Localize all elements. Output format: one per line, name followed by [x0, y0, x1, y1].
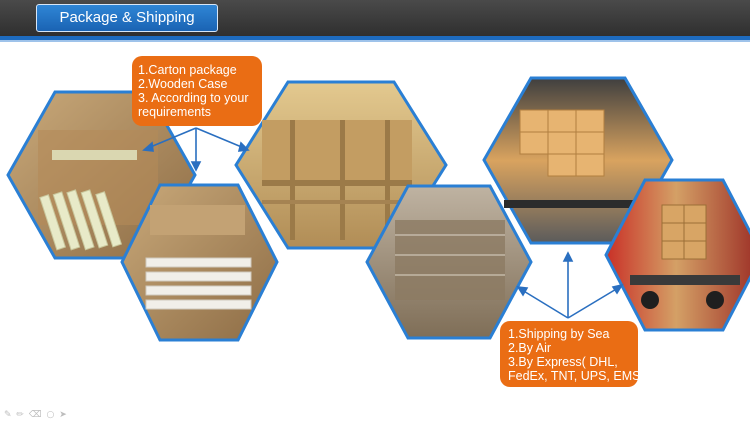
wooden-case-photo: [234, 80, 448, 250]
pencil-icon[interactable]: ✏: [16, 410, 24, 420]
header-rule: [0, 36, 750, 40]
shipping-option: FedEx, TNT, UPS, EMS ): [508, 369, 649, 383]
cursor-icon[interactable]: ➤: [59, 410, 67, 420]
packaging-option: 3. According to your requirements: [138, 91, 249, 119]
shipping-options-callout: 1.Shipping by Sea 2.By Air 3.By Express(…: [500, 321, 649, 387]
truck-loading-photo: [482, 76, 674, 245]
packaging-arrows: [142, 127, 250, 172]
packaging-options-callout: 1.Carton package 2.Wooden Case 3. Accord…: [132, 56, 262, 126]
shipping-option: 2.By Air: [508, 341, 552, 355]
bubble-icon[interactable]: ○: [46, 410, 55, 420]
shipping-option: 1.Shipping by Sea: [508, 327, 610, 341]
shipping-arrows: [516, 251, 624, 319]
carton-box-photo: [120, 183, 279, 342]
packaging-option: 2.Wooden Case: [138, 77, 228, 91]
pen-icon[interactable]: ✎: [4, 410, 12, 420]
eraser-icon[interactable]: ⌫: [28, 410, 42, 420]
header-rule-light: [0, 40, 750, 42]
title-tab: Package & Shipping: [36, 4, 218, 32]
page-title: Package & Shipping: [59, 9, 195, 26]
annotation-toolbar: ✎ ✏ ⌫ ○ ➤: [4, 410, 69, 422]
container-cargo-photo: [604, 178, 750, 332]
shipping-option: 3.By Express( DHL,: [508, 355, 618, 369]
wrapped-pallet-photo: [365, 184, 533, 340]
packaging-option: 1.Carton package: [138, 63, 237, 77]
